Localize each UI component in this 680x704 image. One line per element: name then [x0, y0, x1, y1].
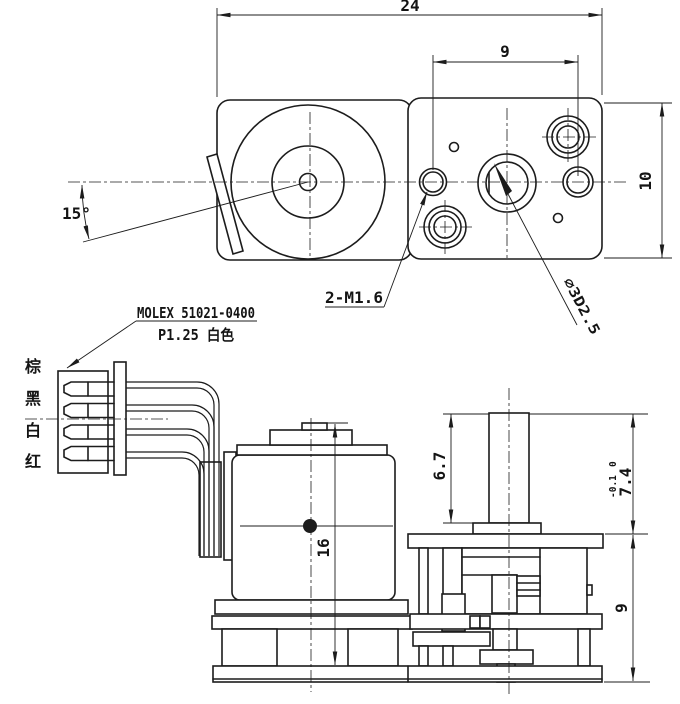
dimension-lever-angle: 15° [62, 181, 309, 243]
dim-label-9-right: 9 [612, 603, 631, 613]
top-view: 24 9 10 15° 2-M1.6 [62, 0, 672, 338]
connector-pins [63, 381, 115, 462]
geartrain-top-plate [407, 533, 604, 549]
side-view-motor [57, 361, 413, 667]
gearbox-plate-lower [211, 615, 413, 630]
lower-leg-right [577, 628, 591, 667]
gear-detail-a [469, 615, 481, 629]
base-leg-left [221, 628, 278, 667]
motor-shaft-tab [301, 422, 328, 431]
note-label-shaft: ∅3D2.5 [559, 275, 602, 337]
wire-channel [199, 461, 222, 558]
dimension-overall-height: 10 [604, 102, 672, 259]
lower-gear-bar [479, 649, 534, 665]
note-label-2-M1.6: 2-M1.6 [325, 288, 383, 307]
lower-gear-block [492, 628, 518, 651]
connector-flange [113, 361, 127, 476]
dimension-motor-center-height: 16 [314, 422, 348, 666]
motor-center-dot [303, 519, 317, 533]
pin-hole-small-top [448, 141, 460, 153]
dim-label-9-top: 9 [500, 42, 510, 61]
wire-color-white: 白 [25, 421, 41, 440]
note-mounting-holes: 2-M1.6 [325, 191, 428, 308]
geartrain-pillar [442, 547, 463, 596]
dim-label-7.4-tol-upper: 0 [608, 461, 619, 467]
housing-notch [586, 584, 593, 596]
gearbox-plate-upper [214, 599, 409, 615]
wire-color-black: 黑 [25, 389, 41, 408]
dim-label-7.4: 7.4 [616, 468, 635, 497]
dim-label-16: 16 [314, 538, 333, 557]
top-view-centerlines [68, 108, 628, 258]
shaft-collar [472, 522, 542, 535]
gear-detail-b [479, 615, 491, 629]
lower-leg-a [418, 645, 429, 667]
dim-label-10: 10 [636, 171, 655, 190]
gear-pinion [491, 574, 518, 614]
gearbox-housing-outline [216, 99, 413, 261]
geartrain-mid-plate [409, 613, 603, 630]
base-leg-right [347, 628, 399, 667]
lower-bar [412, 631, 491, 647]
connector-housing [57, 370, 109, 474]
lower-leg-b [442, 645, 454, 667]
dim-label-7.4-tol-lower: -0.1 [608, 475, 619, 498]
wire-color-labels: 棕 黑 白 红 [25, 357, 41, 471]
dimension-shaft-exposed: 6.7 [430, 413, 648, 524]
geartrain-post-left [418, 547, 429, 615]
dim-label-15deg: 15° [62, 204, 91, 223]
note-label-connector-pitch: P1.25 白色 [158, 326, 234, 344]
dimension-shaft-height: 7.4 0 -0.1 [605, 413, 648, 535]
side-view-centerlines [25, 388, 510, 696]
note-label-connector-model: MOLEX 51021-0400 [137, 304, 255, 322]
dim-label-6.7: 6.7 [430, 452, 449, 481]
dimension-overall-width: 24 [216, 0, 603, 97]
dimension-gearbox-height: 9 [604, 534, 650, 683]
wire-color-brown: 棕 [25, 357, 41, 376]
wire-harness [126, 381, 222, 558]
wire-color-red: 红 [25, 452, 41, 471]
pin-hole-small-bottom [552, 212, 564, 224]
base-plate [212, 665, 603, 683]
dimension-hole-spacing: 9 [432, 42, 579, 176]
motor-end-cap [236, 444, 388, 456]
note-connector: MOLEX 51021-0400 P1.25 白色 [66, 304, 257, 369]
gear-stack [516, 575, 541, 597]
dim-label-24: 24 [400, 0, 419, 15]
